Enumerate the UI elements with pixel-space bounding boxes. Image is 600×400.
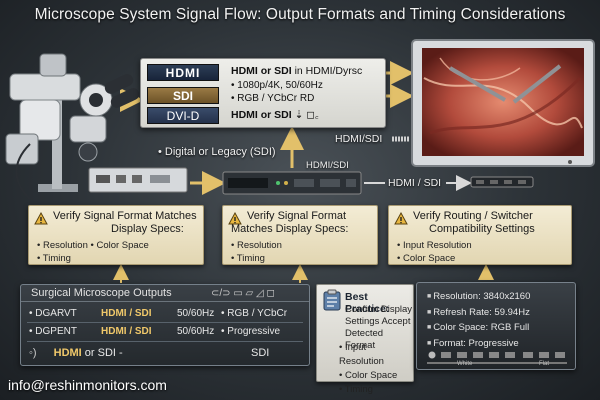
label-digital-or-legacy: • Digital or Legacy (SDI) — [158, 146, 276, 158]
clipboard-icon — [323, 289, 341, 311]
list-item: Color Space — [339, 369, 413, 383]
video-processor-unit — [88, 167, 188, 193]
label-hdmi-sdi-to-monitor: HDMI/SDI — [335, 133, 383, 145]
routing-switcher-unit — [470, 176, 534, 188]
setting-slider-icons — [428, 351, 565, 359]
sdi-colorspace-text: • RGB / YCbCr RD — [231, 93, 315, 104]
surgical-display-monitor — [411, 39, 595, 167]
hdmi-tag: HDMI — [147, 64, 219, 81]
output-row-2: • DGPENT HDMI / SDI 50/60Hz • Progressiv… — [29, 326, 281, 337]
best-practice-heading: Best Practice: — [345, 291, 390, 315]
warning-icon — [34, 212, 48, 225]
list-item: Timing — [37, 252, 149, 265]
surgical-microscope-image — [5, 53, 140, 200]
outputs-panel-header: Surgical Microscope Outputs ⊂/⊃ ▭ ▱ ◿ ◻ — [21, 285, 309, 302]
divider — [27, 341, 303, 342]
list-item: Input Resolution — [339, 341, 413, 369]
dvi-tag: DVI-D — [147, 107, 219, 124]
list-item: Color Space — [397, 252, 472, 265]
output-conversion-row: ◦) HDMI or SDI - SDI — [29, 347, 270, 359]
spec-resolution: Resolution: 3840x2160 — [427, 289, 530, 305]
list-item: Resolution — [231, 239, 282, 252]
sdi-resolution-text: • 1080p/4K, 50/60Hz — [231, 80, 323, 91]
outputs-panel-title: Surgical Microscope Outputs — [31, 287, 172, 299]
signal-format-box: HDMI HDMI or SDI in HDMI/Dyrsc SDI • 108… — [140, 58, 386, 128]
display-spec-list: Resolution: 3840x2160 Refresh Rate: 59.9… — [427, 289, 530, 351]
note-3-list: Input Resolution Color Space — [397, 239, 472, 265]
warning-icon — [394, 212, 408, 225]
scale-label-left: White — [457, 361, 473, 367]
note-1-list: Resolution • Color Space Timing — [37, 239, 149, 265]
microscope-outputs-panel: Surgical Microscope Outputs ⊂/⊃ ▭ ▱ ◿ ◻ … — [20, 284, 310, 366]
diagram-title: Microscope System Signal Flow: Output Fo… — [34, 6, 566, 23]
outputs-panel-controls: ⊂/⊃ ▭ ▱ ◿ ◻ — [211, 288, 275, 299]
display-spec-panel: Resolution: 3840x2160 Refresh Rate: 59.9… — [416, 282, 576, 370]
label-device2-top: HDMI/SDI — [306, 160, 349, 171]
signal-converter-unit — [222, 171, 362, 195]
spec-refresh-rate: Refresh Rate: 59.94Hz — [427, 305, 530, 321]
label-hdmi-sdi-routing: HDMI / SDI — [388, 177, 442, 189]
divider — [27, 322, 303, 323]
scale-bar — [427, 362, 567, 364]
note-2-list: Resolution Timing — [231, 239, 282, 265]
spec-format: Format: Progressive — [427, 336, 530, 352]
best-practice-list: Input Resolution Color Space Timing — [339, 341, 413, 397]
hdmi-row-text: HDMI or SDI in HDMI/Dyrsc — [231, 65, 363, 77]
spec-color-space: Color Space: RGB Full — [427, 320, 530, 336]
warning-icon — [228, 212, 242, 225]
list-item: Input Resolution — [397, 239, 472, 252]
list-item: Timing — [339, 383, 413, 397]
sdi-tag: SDI — [147, 87, 219, 104]
list-item: Resolution • Color Space — [37, 239, 149, 252]
scale-label-right: Flat — [539, 361, 550, 367]
output-row-1: • DGARVT HDMI / SDI 50/60Hz • RGB / YCbC… — [29, 308, 288, 319]
contact-email: info@reshinmonitors.com — [8, 377, 167, 393]
list-item: Timing — [231, 252, 282, 265]
dvi-row-text: HDMI or SDI ⇣ ◻꜀ — [231, 109, 319, 121]
best-practice-note: Best Practice: Confirm Display Settings … — [316, 284, 414, 395]
